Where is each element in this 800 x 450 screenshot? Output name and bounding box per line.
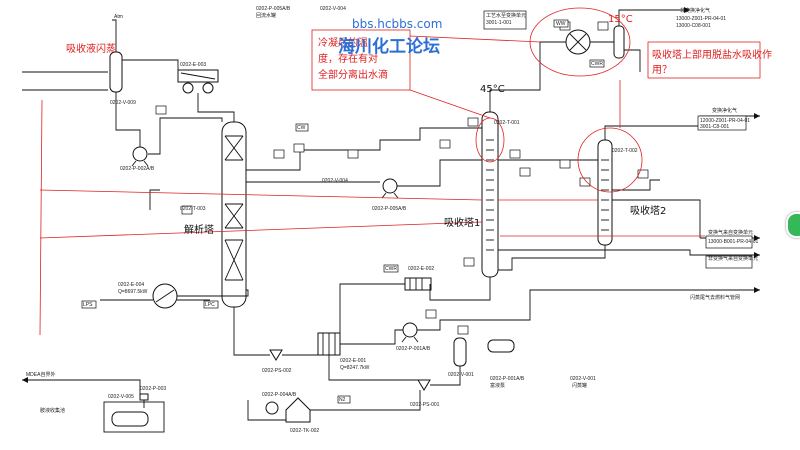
pump-p003 <box>139 393 149 401</box>
label-nonshift-in: 非变换气来自变换单元 <box>708 255 758 262</box>
tank-tk002 <box>285 397 311 423</box>
pump-p002 <box>131 146 149 167</box>
drain-sump <box>103 401 165 433</box>
reflux-drum <box>487 339 515 353</box>
strainer-ps001 <box>417 379 431 391</box>
label-flash-gas: 闪蒸尾气去燃料气管网 <box>690 294 740 301</box>
watermark-site: 海川化工论坛 <box>338 36 440 57</box>
annotation-flash: 吸收液闪蒸 <box>66 42 116 55</box>
tag-ps001: 0202-PS-001 <box>410 402 440 408</box>
tag-v001-b: 0202-V-001 <box>570 376 596 382</box>
pump-p001 <box>401 322 419 343</box>
annotation-absorber-1: 吸收塔1 <box>444 216 480 229</box>
strainer-ps002 <box>269 349 283 361</box>
instruments <box>155 21 649 335</box>
label-cwr-2: CWR <box>591 61 603 67</box>
tag-p001-b: 0202-P-001A/B <box>490 376 525 382</box>
overhead-drum <box>613 25 625 59</box>
label-reflux: 回流水罐 <box>256 12 276 19</box>
label-rich-tank: 富液泵 <box>490 382 505 389</box>
tag-v001: 0202-V-001 <box>448 372 474 378</box>
tag-tk002: 0202-TK-002 <box>290 428 319 434</box>
label-lps: LPS <box>83 302 93 308</box>
ref-1: 13000-Z001-PR-04-01 <box>676 16 726 22</box>
tag-e001-duty: Q=8247.7kW <box>340 365 370 371</box>
pump-p004 <box>265 401 279 415</box>
ref-6: 13000-B001-PR-04-01 <box>708 239 759 245</box>
label-shift-in: 变换气来自变换单元 <box>708 229 753 236</box>
tag-p005: 0202-P-005A/B <box>372 206 407 212</box>
label-cwr: CWR <box>385 266 397 272</box>
label-shift-gas: 变换净化气 <box>712 107 737 114</box>
label-atm: Atm <box>114 14 123 20</box>
tag-e004: 0202-E-004 <box>118 282 144 288</box>
label-flash-tank: 闪蒸罐 <box>572 382 587 389</box>
side-floating-button[interactable] <box>786 212 800 238</box>
tag-v005: 0202-V-005 <box>108 394 134 400</box>
tag-t001: 0202-T-001 <box>494 120 520 126</box>
tag-t002: 0202-T-002 <box>612 148 638 154</box>
watermark-url: bbs.hcbbs.com <box>352 17 442 31</box>
annotation-note-3: 全部分离出水滴 <box>318 68 388 81</box>
tag-t003: 0202-T-003 <box>180 206 206 212</box>
absorber-1-column <box>481 111 499 278</box>
tag-p004: 0202-P-004A/B <box>262 392 297 398</box>
ref-3: 3001-1-001 <box>486 20 512 26</box>
drain-drum-v005 <box>111 411 149 427</box>
tag-p005-top: 0202-P-005A/B <box>256 6 291 12</box>
annotation-note-2: 度，存在有对 <box>318 52 378 65</box>
annotation-note-1: 冷凝后的温 <box>318 36 368 49</box>
tag-v004-top: 0202-V-004 <box>320 6 346 12</box>
label-mdea: MDEA自界外 <box>26 371 55 378</box>
tag-e004-duty: Q=8697.5kW <box>118 289 148 295</box>
exchanger-e002 <box>404 277 432 291</box>
flash-tank-v001 <box>453 337 467 367</box>
red-markups <box>39 7 761 336</box>
tag-p002: 0202-P-002A/B <box>120 166 155 172</box>
label-ww: WW <box>556 21 566 27</box>
annotation-question-2: 用？ <box>652 65 672 76</box>
tag-e001: 0202-E-001 <box>340 358 366 364</box>
air-cooler-e003 <box>177 69 219 94</box>
ref-5: 12000-Z001-PR-04-01 <box>700 118 750 124</box>
flow-arrows <box>22 7 760 383</box>
flash-drum-v009 <box>109 51 123 93</box>
tag-ps002: 0202-PS-002 <box>262 368 292 374</box>
tag-v009: 0202-V-009 <box>110 100 136 106</box>
ref-4: 3001-C8-001 <box>700 124 729 130</box>
stripper-column <box>221 121 247 308</box>
label-proc-water: 工艺水至变换单元 <box>486 12 526 19</box>
ref-2: 13000-C08-001 <box>676 23 711 29</box>
label-drain-sump: 胺液收集池 <box>40 407 65 414</box>
pump-p005 <box>381 178 399 199</box>
tag-e003: 0202-E-003 <box>180 62 206 68</box>
annotation-absorber-2: 吸收塔2 <box>630 204 666 217</box>
absorber-2-column <box>597 139 613 246</box>
annotation-temp-45: 45°C <box>480 84 505 95</box>
label-lpc: LPC <box>205 302 215 308</box>
tag-p003: 0202-P-003 <box>140 386 166 392</box>
label-n2: N2 <box>339 397 346 403</box>
exchanger-e001 <box>317 332 341 356</box>
annotation-temp-15: 15°C <box>608 14 633 25</box>
tag-e002: 0202-E-002 <box>408 266 434 272</box>
annotation-stripper: 解析塔 <box>184 223 214 236</box>
tag-p001: 0202-P-001A/B <box>396 346 431 352</box>
tag-v004: 0202-V-004 <box>322 178 348 184</box>
label-cw: CW <box>297 125 306 131</box>
annotation-question-1: 吸收塔上部用脱盐水吸收作 <box>652 48 772 61</box>
label-nonshift-gas: 非变换净化气 <box>680 7 710 14</box>
